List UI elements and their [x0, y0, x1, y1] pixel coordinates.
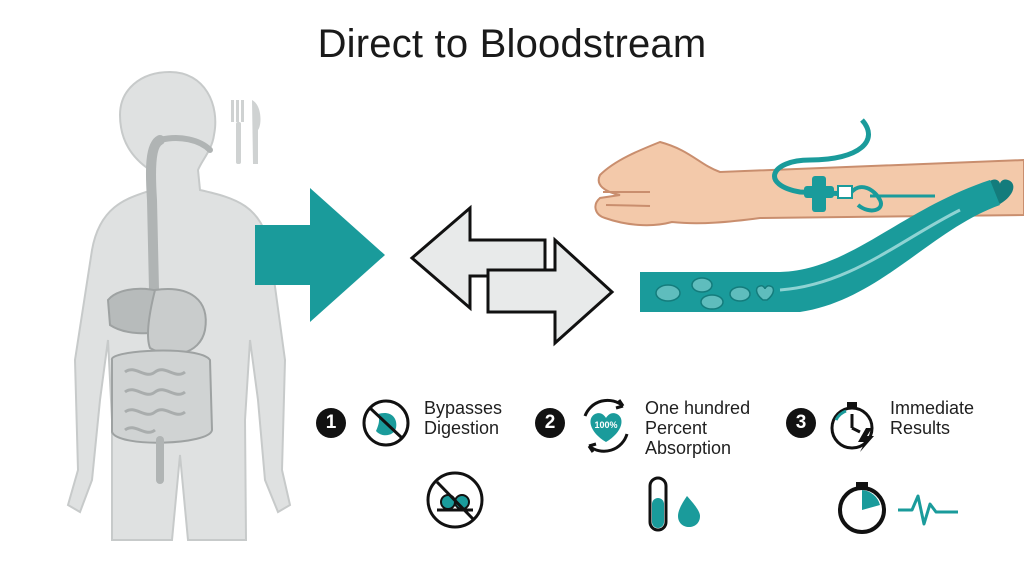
heart-100-icon: 100% [583, 398, 629, 453]
intestines [110, 349, 214, 444]
stopwatch-icon [838, 482, 886, 534]
esophagus [145, 135, 165, 295]
arm [594, 140, 1024, 227]
test-tube-drop-icon [648, 476, 700, 532]
benefit-text: Bypasses Digestion [424, 398, 503, 438]
benefit-text: One hundred Percent Absorption [645, 398, 751, 458]
benefit-number: 3 [786, 408, 816, 438]
blood-vessel [640, 180, 1000, 312]
no-food-icon [426, 471, 484, 529]
page-title: Direct to Bloodstream [317, 22, 707, 66]
benefit-full-absorption: 2 100% One hundred Percent Absorption [535, 398, 750, 458]
exchange-arrows-icon [409, 204, 615, 347]
arm-with-iv [594, 118, 1024, 227]
benefit-immediate-results: 3 Immediate Results [786, 398, 974, 454]
benefit-bypasses-digestion: 1 Bypasses Digestion [316, 398, 502, 448]
teal-arrow-right [255, 188, 385, 322]
benefit-number: 2 [535, 408, 565, 438]
fork-knife-icon [231, 100, 261, 164]
human-figure [66, 70, 292, 541]
blood-cells [655, 277, 775, 310]
stopwatch-lightning-icon [830, 402, 874, 452]
percent-badge: 100% [594, 420, 617, 430]
benefit-text: Immediate Results [890, 398, 975, 438]
no-stomach-icon [362, 399, 410, 447]
benefit-number: 1 [316, 408, 346, 438]
iv-tube [772, 118, 871, 197]
heartbeat-icon [898, 494, 958, 526]
stomach [146, 288, 207, 356]
